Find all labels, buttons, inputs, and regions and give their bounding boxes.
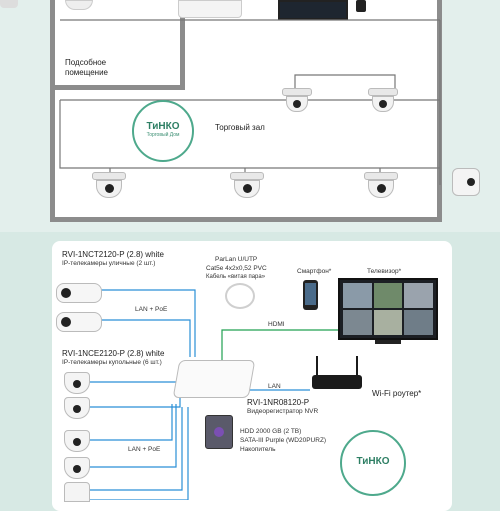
bullet-camera-icon (56, 312, 102, 332)
lan-poe-label: LAN + PoE (135, 306, 168, 313)
outdoor-camera-desc: IP-телекамеры уличные (2 шт.) (62, 260, 156, 267)
camera-edge-icon (0, 0, 18, 8)
hdd-icon (205, 415, 233, 449)
nvr-icon (178, 0, 242, 18)
cable-title: ParLan U/UTP (215, 256, 258, 263)
tv-icon (338, 278, 438, 340)
smartphone-label: Смартфон* (297, 268, 332, 275)
dome-camera-icon (64, 397, 90, 419)
dome-camera-icon (364, 172, 398, 198)
hdd-desc: Накопитель (240, 446, 276, 453)
smartphone-icon (356, 0, 366, 12)
tv-stand (375, 340, 401, 344)
dome-camera-model: RVI-1NCE2120-P (2.8) white (62, 349, 165, 358)
storage-room-label: Подсобное помещение (65, 58, 109, 77)
nvr-model: RVI-1NR08120-P (247, 398, 310, 407)
cable-model: Cat5e 4x2x0,52 PVC (206, 265, 267, 272)
nvr-device-icon (172, 360, 256, 398)
interior-wall-vertical (180, 0, 185, 90)
smartphone-icon (303, 280, 318, 310)
dome-camera-icon (64, 482, 90, 502)
sales-hall-label: Торговый зал (215, 123, 265, 132)
company-stamp: ТиНКО Торговый Дом (132, 100, 194, 162)
router-label: Wi-Fi роутер* (372, 389, 422, 398)
router-antenna (356, 356, 358, 376)
cable-desc: Кабель «витая пара» (206, 274, 266, 280)
monitor-icon (278, 0, 348, 20)
dome-camera-icon (368, 88, 398, 112)
dome-camera-icon (282, 88, 312, 112)
router-icon (312, 375, 362, 389)
outdoor-camera-model: RVI-1NCT2120-P (2.8) white (62, 250, 164, 259)
dome-camera-icon (64, 372, 90, 394)
dome-camera-icon (64, 457, 90, 479)
connection-lines (88, 289, 338, 500)
dome-camera-icon (64, 430, 90, 452)
cable-coil-icon (225, 283, 255, 309)
nvr-desc: Видеорегистратор NVR (247, 408, 319, 415)
bullet-camera-icon (452, 168, 480, 196)
tv-label: Телевизор* (367, 268, 402, 275)
lan-label: LAN (268, 383, 281, 390)
dome-camera-desc: IP-телекамеры купольные (6 шт.) (62, 359, 162, 366)
hdd-capacity: HDD 2000 GB (2 TB) (240, 428, 302, 435)
hdd-model: SATA-III Purple (WD20PURZ) (240, 437, 327, 444)
bullet-camera-icon (56, 283, 102, 303)
stamp-logo: ТиНКО (146, 121, 180, 132)
lan-poe-label: LAN + PoE (128, 446, 161, 453)
dome-camera-icon (230, 172, 264, 198)
dome-camera-icon (92, 172, 126, 198)
interior-wall (55, 85, 185, 90)
stamp-subtitle: Торговый Дом (146, 132, 180, 138)
hdmi-label: HDMI (268, 321, 285, 328)
stamp-logo: ТиНКО (356, 456, 390, 467)
router-antenna (316, 356, 318, 376)
company-stamp: ТиНКО (340, 430, 406, 496)
